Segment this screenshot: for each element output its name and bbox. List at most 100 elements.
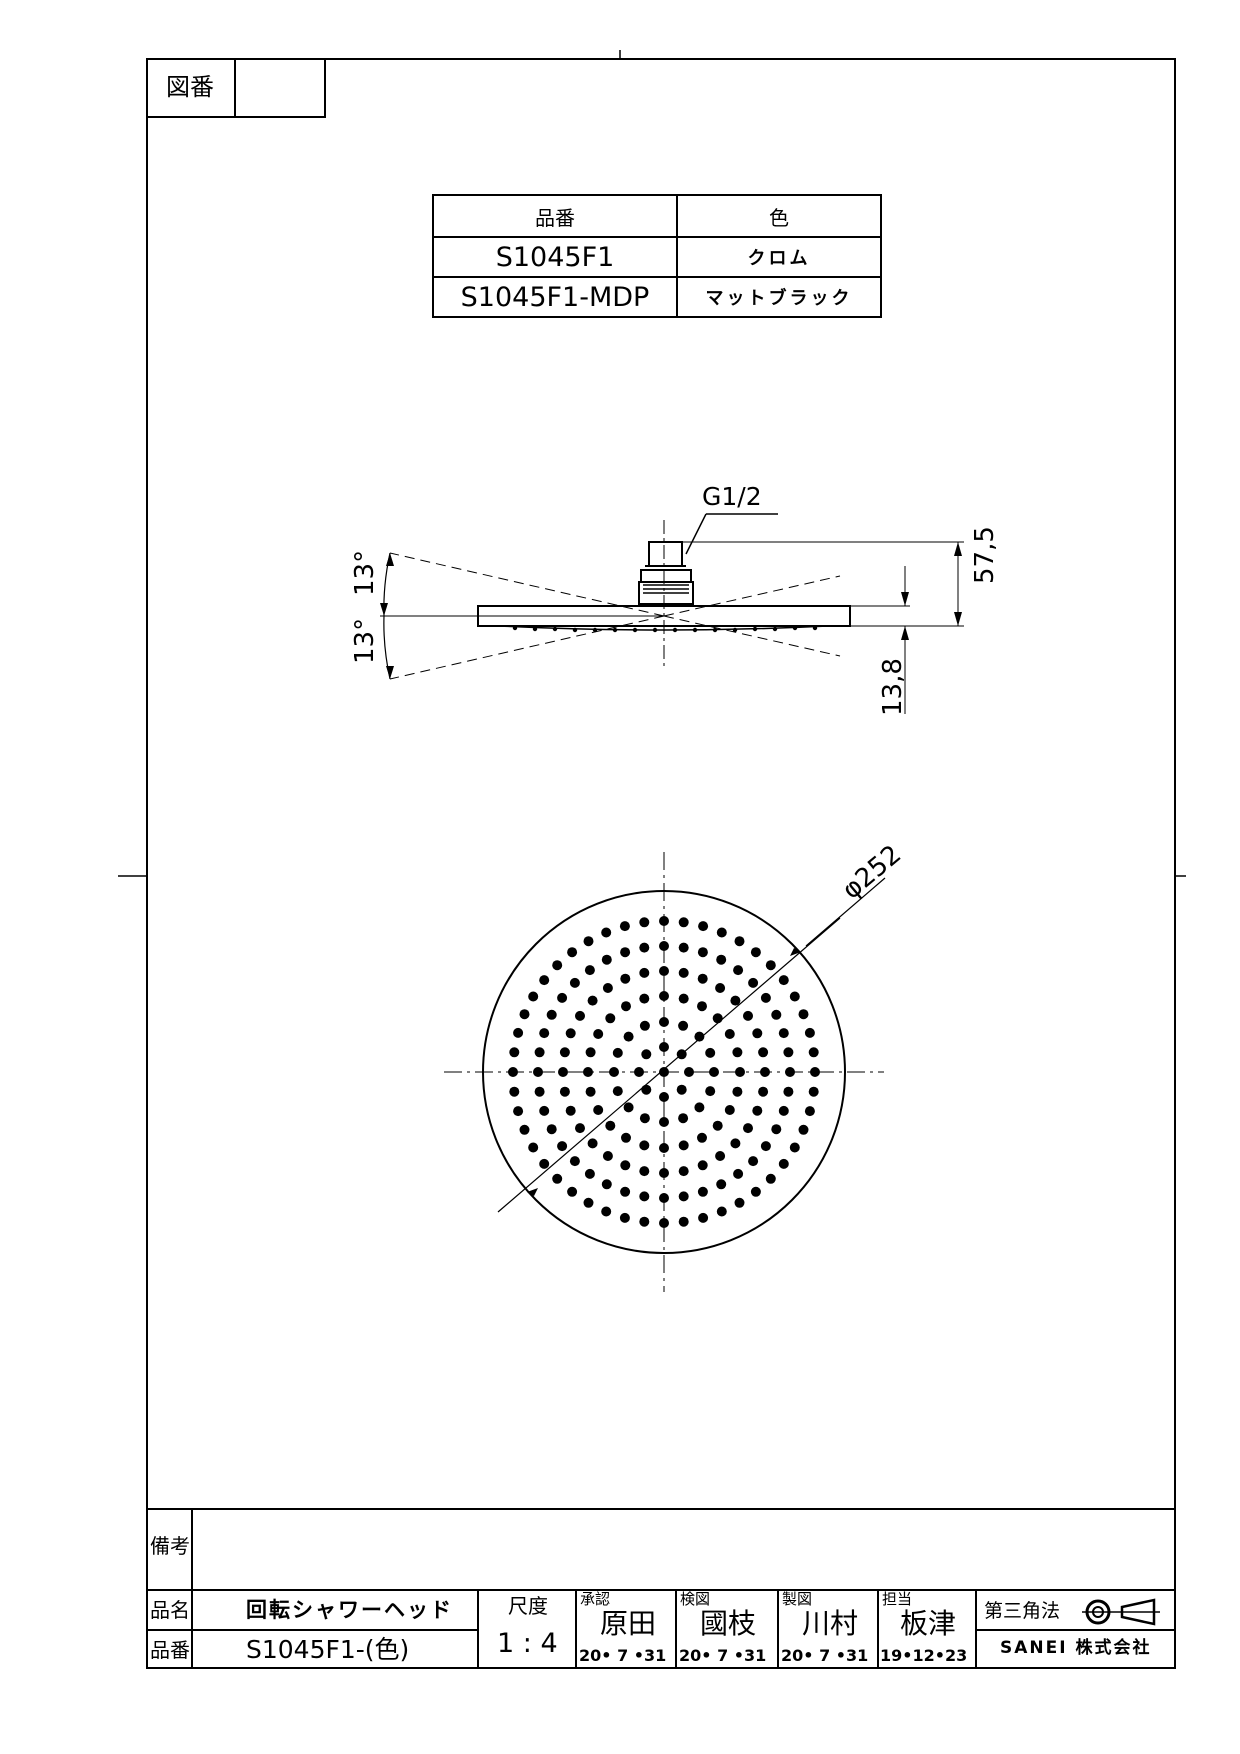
spray-hole (565, 1028, 576, 1039)
spray-hole (528, 991, 539, 1002)
spray-hole (659, 1117, 669, 1127)
spray-hole (789, 991, 800, 1002)
spray-hole (684, 1067, 694, 1077)
spray-hole (694, 1102, 705, 1113)
spray-hole (539, 1158, 550, 1169)
color-table-part: S1045F1-MDP (432, 276, 678, 318)
upper-angle-label: 13° (350, 549, 380, 596)
spray-hole (508, 1067, 518, 1077)
signoff-name: 板津 (900, 1607, 957, 1640)
spray-hole (760, 1141, 771, 1152)
spray-hole (694, 1031, 705, 1042)
spray-hole (558, 1067, 568, 1077)
spray-hole (552, 1173, 563, 1184)
color-table-color: クロム (676, 236, 882, 278)
signoff-name: 原田 (600, 1607, 657, 1640)
spray-hole (765, 960, 776, 971)
spray-hole (619, 1212, 630, 1223)
spray-hole (620, 1160, 631, 1171)
spray-hole (698, 921, 709, 932)
spray-hole (659, 941, 669, 951)
spray-hole (798, 1009, 809, 1020)
signoff-name: 川村 (802, 1607, 859, 1640)
spray-hole (705, 1086, 716, 1097)
spray-hole (620, 1186, 631, 1197)
spray-hole (519, 1124, 530, 1135)
spray-hole (569, 977, 580, 988)
spray-hole (808, 1047, 819, 1058)
drawing-frame (146, 58, 1176, 1669)
drawing-number-box: 図番 (146, 58, 326, 118)
thread-label: G1/2 (702, 482, 762, 511)
spray-hole (724, 1105, 735, 1115)
spray-hole (735, 1067, 745, 1077)
spray-hole (609, 1067, 619, 1077)
spray-hole (778, 1105, 789, 1116)
thickness-dimension: 13,8 (878, 658, 908, 716)
spray-hole (748, 1156, 759, 1167)
spray-hole (593, 1105, 604, 1115)
spray-hole (533, 1067, 543, 1077)
projection-symbol (1082, 1598, 1160, 1626)
spray-hole (678, 917, 689, 928)
spray-hole (659, 1168, 669, 1178)
spray-hole (678, 1191, 689, 1202)
spray-hole (509, 1047, 520, 1058)
spray-hole (583, 1197, 594, 1208)
signoff-date: 20• 7 •31 (579, 1646, 667, 1665)
spray-hole (593, 1029, 604, 1039)
spray-hole (678, 967, 689, 978)
spray-hole (733, 1168, 744, 1179)
spray-hole (743, 1010, 753, 1021)
spray-hole (513, 1027, 524, 1038)
spray-hole (659, 1017, 669, 1027)
spray-hole (758, 1086, 769, 1097)
side-view (380, 513, 964, 714)
spray-hole (808, 1086, 819, 1097)
spray-hole (798, 1124, 809, 1135)
product-name: 回転シャワーヘッド (246, 1598, 453, 1622)
spray-hole (724, 1029, 735, 1039)
spray-hole (676, 1084, 687, 1095)
spray-hole (639, 967, 650, 978)
color-table-header-part: 品番 (432, 194, 678, 238)
spray-hole (804, 1106, 815, 1117)
drawing-number-label: 図番 (146, 58, 236, 116)
spray-hole (733, 965, 744, 976)
spray-hole (732, 1047, 743, 1058)
spray-hole (641, 1084, 652, 1095)
spray-hole (602, 1151, 613, 1161)
spray-hole (605, 1120, 616, 1131)
spray-hole (678, 1113, 689, 1124)
spray-hole (587, 1138, 598, 1149)
spray-hole (539, 1105, 550, 1116)
spray-hole (659, 966, 669, 976)
spray-hole (639, 942, 650, 953)
spray-hole (575, 1010, 585, 1021)
spray-hole (760, 992, 771, 1003)
spray-hole (765, 1173, 776, 1184)
spray-hole (678, 993, 689, 1004)
spray-hole (789, 1142, 800, 1153)
spray-hole (546, 1009, 557, 1020)
spray-hole (623, 1102, 634, 1113)
signoff-role: 担当 (882, 1590, 913, 1608)
spray-hole (752, 1028, 763, 1039)
spray-hole (612, 1086, 623, 1097)
spray-hole (785, 1067, 795, 1077)
spray-hole (748, 977, 759, 988)
projection-label: 第三角法 (984, 1600, 1061, 1622)
color-table: 品番 色 S1045F1 クロム S1045F1-MDP マットブラック (432, 194, 882, 318)
spray-hole (639, 917, 650, 928)
spray-hole (716, 927, 727, 938)
spray-hole (584, 965, 595, 976)
spray-hole (697, 1186, 708, 1197)
spray-hole (659, 1092, 669, 1102)
spray-hole (783, 1047, 794, 1058)
spray-hole (659, 1193, 669, 1203)
spray-hole (743, 1123, 753, 1134)
color-table-row: S1045F1-MDP マットブラック (432, 276, 882, 318)
spray-hole (716, 1206, 727, 1217)
spray-hole (715, 983, 726, 993)
spray-hole (601, 1206, 612, 1217)
